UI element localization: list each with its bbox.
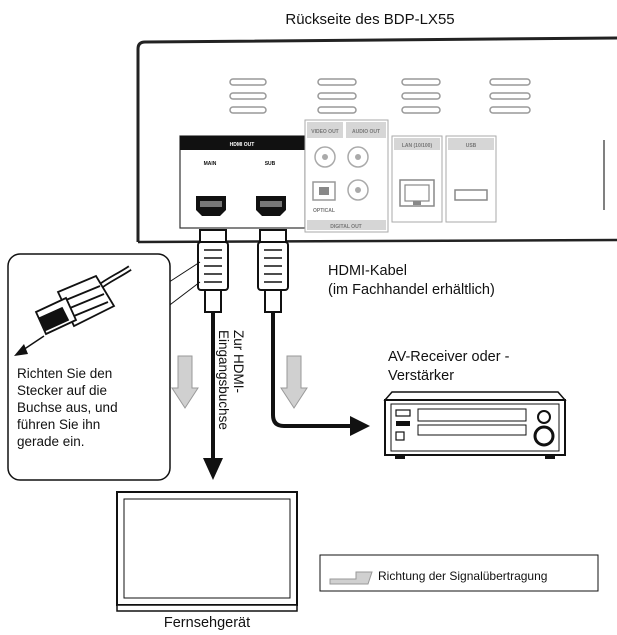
signal-direction-marker-receiver	[280, 355, 308, 409]
ventilation-slots	[229, 78, 531, 114]
lan-block: LAN (10/100)	[391, 135, 443, 223]
player-rear-panel: HDMI OUT MAIN SUB VIDEO OUT AUDIO OUT	[136, 36, 617, 244]
hdmi-cable-to-receiver	[257, 229, 370, 436]
video-out-label: VIDEO OUT	[311, 129, 339, 135]
av-out-block: VIDEO OUT AUDIO OUT OPTICAL DIGITAL OUT	[304, 119, 389, 233]
hdmi-out-block: HDMI OUT MAIN SUB	[179, 135, 306, 229]
hdmi-cable-to-tv	[197, 229, 229, 480]
hdmi-plug-illustration	[34, 265, 132, 336]
signal-direction-legend: Richtung der Signalübertragung	[319, 554, 599, 592]
diagram-title: Rückseite des BDP-LX55	[285, 11, 454, 28]
audio-out-label: AUDIO OUT	[352, 129, 380, 135]
signal-direction-icon	[329, 571, 373, 585]
optical-label: OPTICAL	[313, 208, 335, 214]
hdmi-input-label: Zur HDMI- Eingangsbuchse	[216, 330, 246, 430]
tv-device	[116, 491, 298, 612]
av-receiver-label: AV-Receiver oder - Verstärker	[388, 349, 513, 384]
av-receiver-device	[383, 391, 567, 459]
lan-port[interactable]	[399, 179, 435, 207]
hdmi-main-label: MAIN	[204, 161, 217, 167]
hdmi-out-label: HDMI OUT	[230, 142, 255, 148]
legend-label: Richtung der Signalübertragung	[378, 569, 547, 583]
tv-label: Fernsehgerät	[164, 615, 250, 631]
digital-out-label: DIGITAL OUT	[330, 224, 361, 230]
usb-port[interactable]	[454, 189, 488, 201]
hdmi-port-main[interactable]	[196, 196, 226, 216]
signal-direction-marker-tv	[171, 355, 199, 409]
hdmi-port-sub[interactable]	[256, 196, 286, 216]
hdmi-sub-label: SUB	[265, 161, 276, 167]
hdmi-cable-label: HDMI-Kabel (im Fachhandel erhältlich)	[328, 263, 495, 298]
lan-label: LAN (10/100)	[402, 143, 433, 149]
plug-inset: Richten Sie den Stecker auf die Buchse a…	[7, 253, 171, 481]
plug-instruction: Richten Sie den Stecker auf die Buchse a…	[17, 366, 121, 449]
usb-block: USB	[445, 135, 497, 223]
usb-label: USB	[466, 143, 477, 149]
